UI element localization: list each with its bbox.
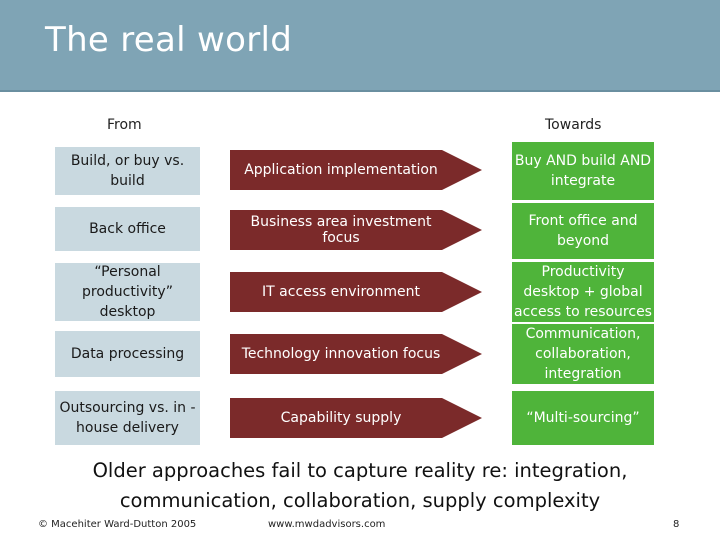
- shift-arrow-4: Technology innovation focus: [230, 334, 482, 374]
- shift-arrow-2: Business area investment focus: [230, 210, 482, 250]
- towards-box-4: Communication, collaboration, integratio…: [512, 324, 654, 384]
- towards-box-2: Front office and beyond: [512, 203, 654, 259]
- shift-label-4: Technology innovation focus: [241, 346, 441, 362]
- shift-label-2: Business area investment focus: [250, 214, 432, 246]
- towards-box-3: Productivity desktop + global access to …: [512, 262, 654, 322]
- shift-arrow-1: Application implementation: [230, 150, 482, 190]
- footer-copyright: © Macehiter Ward-Dutton 2005: [38, 519, 197, 530]
- shift-arrow-5: Capability supply: [230, 398, 482, 438]
- summary-statement: Older approaches fail to capture reality…: [92, 459, 628, 512]
- title-bar: The real world: [0, 0, 720, 92]
- towards-box-1: Buy AND build AND integrate: [512, 142, 654, 200]
- from-box-2: Back office: [55, 207, 200, 251]
- slide-title: The real world: [45, 20, 293, 60]
- from-box-5: Outsourcing vs. in -house delivery: [55, 391, 200, 445]
- from-box-3: “Personal productivity” desktop: [55, 263, 200, 321]
- shift-label-1: Application implementation: [244, 162, 438, 178]
- shift-label-3: IT access environment: [262, 284, 420, 300]
- towards-column-label: Towards: [545, 117, 602, 133]
- towards-box-5: “Multi-sourcing”: [512, 391, 654, 445]
- from-box-1: Build, or buy vs. build: [55, 147, 200, 195]
- shift-arrow-3: IT access environment: [230, 272, 482, 312]
- from-box-4: Data processing: [55, 331, 200, 377]
- from-column-label: From: [107, 117, 142, 133]
- shift-label-5: Capability supply: [280, 410, 402, 426]
- page-number: 8: [673, 519, 680, 530]
- footer-website[interactable]: www.mwdadvisors.com: [268, 519, 386, 530]
